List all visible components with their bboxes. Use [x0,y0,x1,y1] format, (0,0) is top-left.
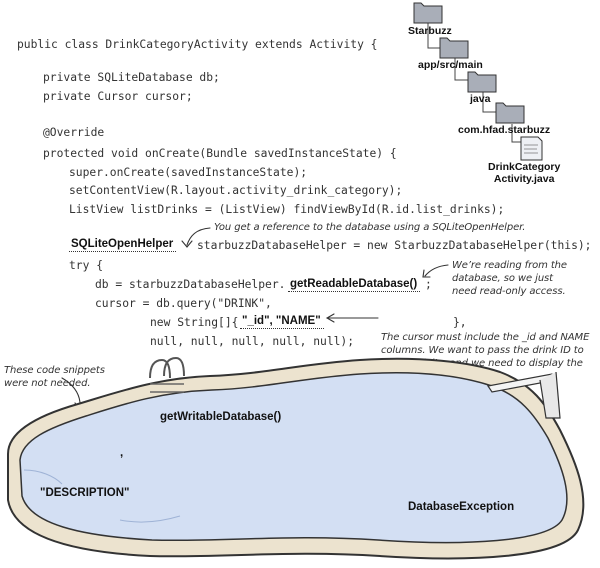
code-line-db-assign: db = starbuzzDatabaseHelper. [95,278,286,291]
blank-getreadabledatabase: getReadableDatabase() [288,278,421,292]
folder-icon [467,71,497,93]
snippet-description: "DESCRIPTION" [40,487,130,499]
code-line-override: @Override [43,126,105,139]
folder-java-label: java [470,93,491,105]
code-line-helper: starbuzzDatabaseHelper = new StarbuzzDat… [197,239,592,252]
snippet-getwritabledatabase: getWritableDatabase() [160,411,282,423]
note-readable: We’re reading from the database, so we j… [452,260,567,297]
folder-package-label: com.hfad.starbuzz [458,124,551,136]
code-line-try: try { [69,259,104,272]
folder-icon [413,2,443,24]
code-line-class: public class DrinkCategoryActivity exten… [17,38,378,51]
code-line-setcontentview: setContentView(R.layout.activity_drink_c… [69,184,403,197]
java-file-icon [520,136,543,161]
code-line-oncreate: protected void onCreate(Bundle savedInst… [43,147,397,160]
folder-appsrcmain-label: app/src/main [418,59,483,71]
code-line-listview: ListView listDrinks = (ListView) findVie… [69,203,505,216]
code-semicolon: ; [425,278,432,291]
snippet-databaseexception: DatabaseException [408,501,515,513]
code-line-db-field: private SQLiteDatabase db; [43,71,220,84]
code-line-super: super.onCreate(savedInstanceState); [69,166,308,179]
note-helper: You get a reference to the database usin… [214,222,526,233]
snippet-comma: , [120,447,124,459]
code-line-newstring: new String[]{ [150,316,239,329]
blank-columns: "_id", "NAME" [240,315,324,329]
code-line-query: cursor = db.query("DRINK", [95,297,272,310]
folder-icon [439,37,469,59]
code-line-cursor-field: private Cursor cursor; [43,90,193,103]
java-file-label: DrinkCategory Activity.java [488,161,561,185]
folder-icon [495,102,525,124]
code-line-newstring-close: }, [453,316,467,329]
blank-sqliteopenhelper: SQLiteOpenHelper [69,238,177,252]
code-line-nulls: null, null, null, null, null); [150,335,355,348]
pool-illustration [7,356,585,560]
folder-starbuzz-label: Starbuzz [408,25,452,37]
